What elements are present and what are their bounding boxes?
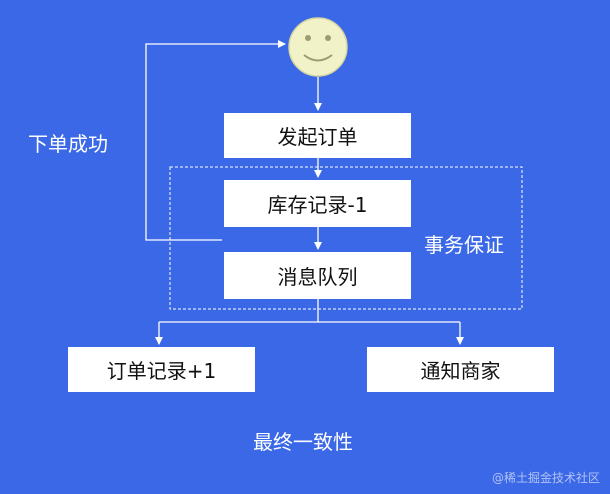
order-record-box: 订单记录+1 [68, 347, 255, 392]
start-order-box: 发起订单 [224, 113, 411, 158]
transaction-label: 事务保证 [424, 233, 504, 257]
loop-success-line [145, 40, 286, 241]
consistency-label: 最终一致性 [253, 430, 353, 454]
smiley-face-icon [288, 17, 348, 77]
watermark: @稀土掘金技术社区 [491, 471, 600, 485]
notify-merchant-box: 通知商家 [367, 347, 554, 392]
success-label: 下单成功 [28, 132, 108, 156]
message-queue-box: 消息队列 [224, 252, 411, 299]
inventory-record-box: 库存记录-1 [224, 180, 411, 227]
transaction-box [169, 166, 523, 310]
